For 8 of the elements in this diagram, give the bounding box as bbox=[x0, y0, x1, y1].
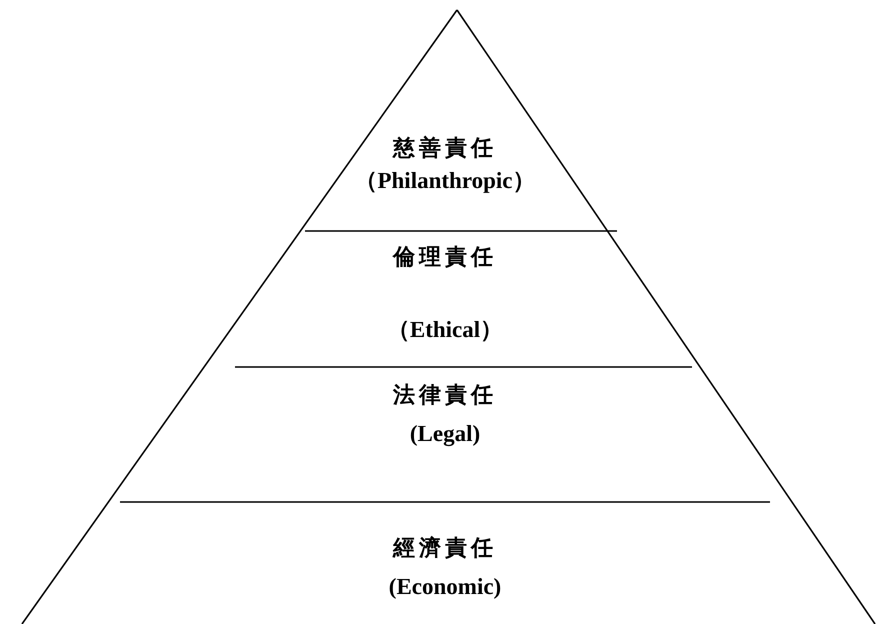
level-subtitle: (Economic) bbox=[388, 575, 502, 598]
level-title: 慈善責任 bbox=[393, 137, 497, 159]
level-title: 經濟責任 bbox=[393, 537, 497, 559]
level-subtitle: (Legal) bbox=[410, 422, 480, 445]
level-subtitle: （Ethical） bbox=[386, 318, 504, 341]
level-subtitle: （Philanthropic） bbox=[354, 169, 536, 192]
level-title: 倫理責任 bbox=[393, 246, 497, 268]
level-title: 法律責任 bbox=[393, 384, 497, 406]
